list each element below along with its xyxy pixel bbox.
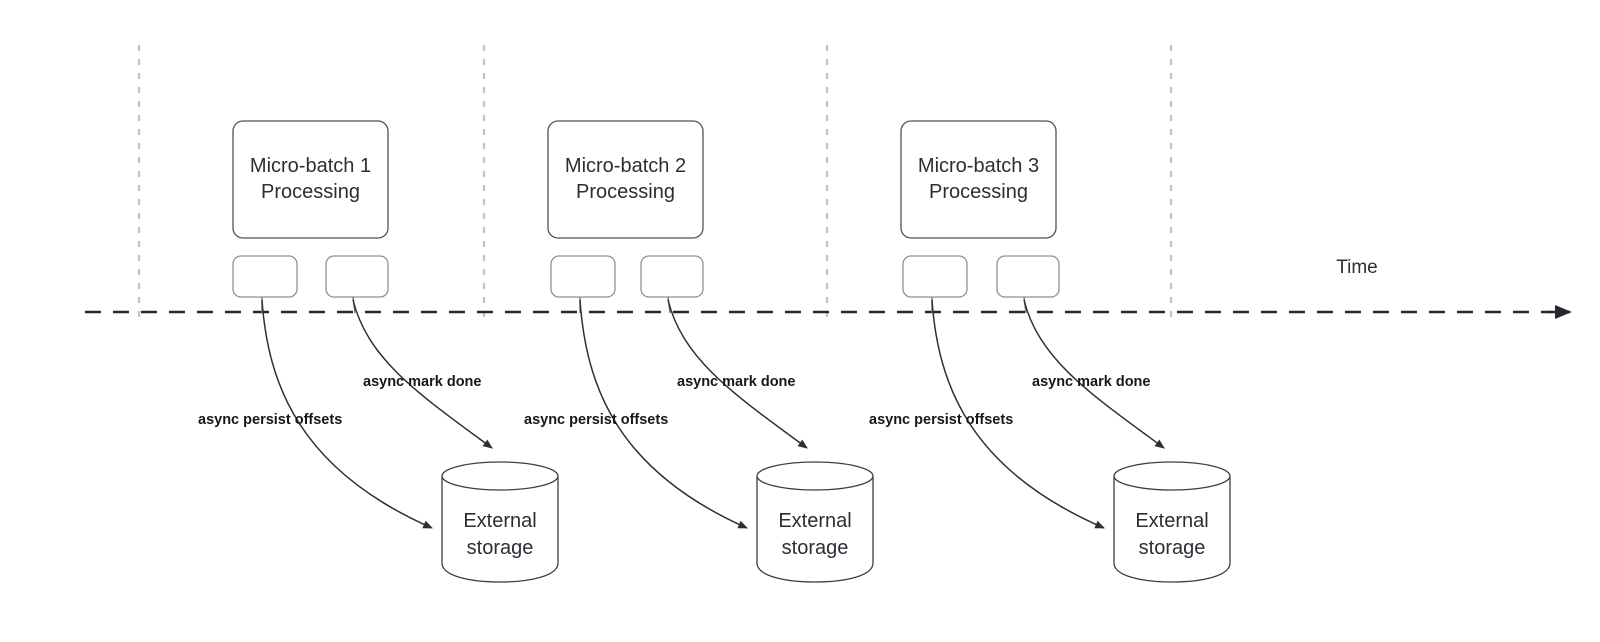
arrow-async-mark-done-1 (352, 299, 493, 449)
microbatch-2-box-shape[interactable] (547, 120, 704, 239)
label-async-persist-offsets-2: async persist offsets (524, 412, 668, 428)
microbatch-1-label-line1: Micro-batch 1 (250, 155, 371, 177)
time-axis-label: Time (1336, 257, 1378, 278)
task-box-offsets-1[interactable] (232, 255, 298, 298)
external-storage-3-body[interactable] (1113, 476, 1231, 583)
tick-lines-group (137, 45, 1173, 318)
microbatch-2-label-line1: Micro-batch 2 (565, 155, 686, 177)
label-async-mark-done-1: async mark done (363, 374, 481, 390)
external-storage-1-label-line2: storage (467, 537, 534, 559)
external-storage-3-label-line1: External (1135, 510, 1208, 532)
external-storage-3-label-line2: storage (1139, 537, 1206, 559)
microbatch-group-3: Micro-batch 3 Processing async persist o… (869, 120, 1231, 583)
microbatch-3-label-line1: Micro-batch 3 (918, 155, 1039, 177)
microbatch-group-2: Micro-batch 2 Processing async persist o… (524, 120, 874, 583)
task-box-offsets-2[interactable] (550, 255, 616, 298)
external-storage-1-body[interactable] (441, 476, 559, 583)
external-storage-2-top (756, 461, 874, 491)
external-storage-cylinder-1[interactable]: External storage (441, 461, 559, 583)
task-box-offsets-3[interactable] (902, 255, 968, 298)
microbatch-3-box[interactable]: Micro-batch 3 Processing (900, 120, 1057, 239)
microbatch-2-label-line2: Processing (576, 181, 675, 203)
microbatch-3-box-shape[interactable] (900, 120, 1057, 239)
external-storage-2-label-line1: External (778, 510, 851, 532)
arrow-async-persist-offsets-2 (579, 299, 748, 529)
arrow-async-persist-offsets-3 (931, 299, 1105, 529)
timeline-axis-group: Time (85, 257, 1572, 320)
microbatch-1-box[interactable]: Micro-batch 1 Processing (232, 120, 389, 239)
external-storage-1-top (441, 461, 559, 491)
external-storage-2-label-line2: storage (782, 537, 849, 559)
task-box-markdone-1[interactable] (325, 255, 389, 298)
arrow-async-mark-done-2 (667, 299, 808, 449)
microbatch-group-1: Micro-batch 1 Processing async persist o… (198, 120, 559, 583)
arrow-async-mark-done-3 (1023, 299, 1165, 449)
task-box-markdone-2[interactable] (640, 255, 704, 298)
microbatch-1-box-shape[interactable] (232, 120, 389, 239)
microbatch-2-box[interactable]: Micro-batch 2 Processing (547, 120, 704, 239)
external-storage-cylinder-3[interactable]: External storage (1113, 461, 1231, 583)
microbatch-3-label-line2: Processing (929, 181, 1028, 203)
label-async-persist-offsets-1: async persist offsets (198, 412, 342, 428)
arrow-async-persist-offsets-1 (261, 299, 433, 529)
external-storage-cylinder-2[interactable]: External storage (756, 461, 874, 583)
external-storage-2-body[interactable] (756, 476, 874, 583)
microbatch-1-label-line2: Processing (261, 181, 360, 203)
label-async-mark-done-2: async mark done (677, 374, 795, 390)
external-storage-3-top (1113, 461, 1231, 491)
task-box-markdone-3[interactable] (996, 255, 1060, 298)
label-async-persist-offsets-3: async persist offsets (869, 412, 1013, 428)
label-async-mark-done-3: async mark done (1032, 374, 1150, 390)
external-storage-1-label-line1: External (463, 510, 536, 532)
